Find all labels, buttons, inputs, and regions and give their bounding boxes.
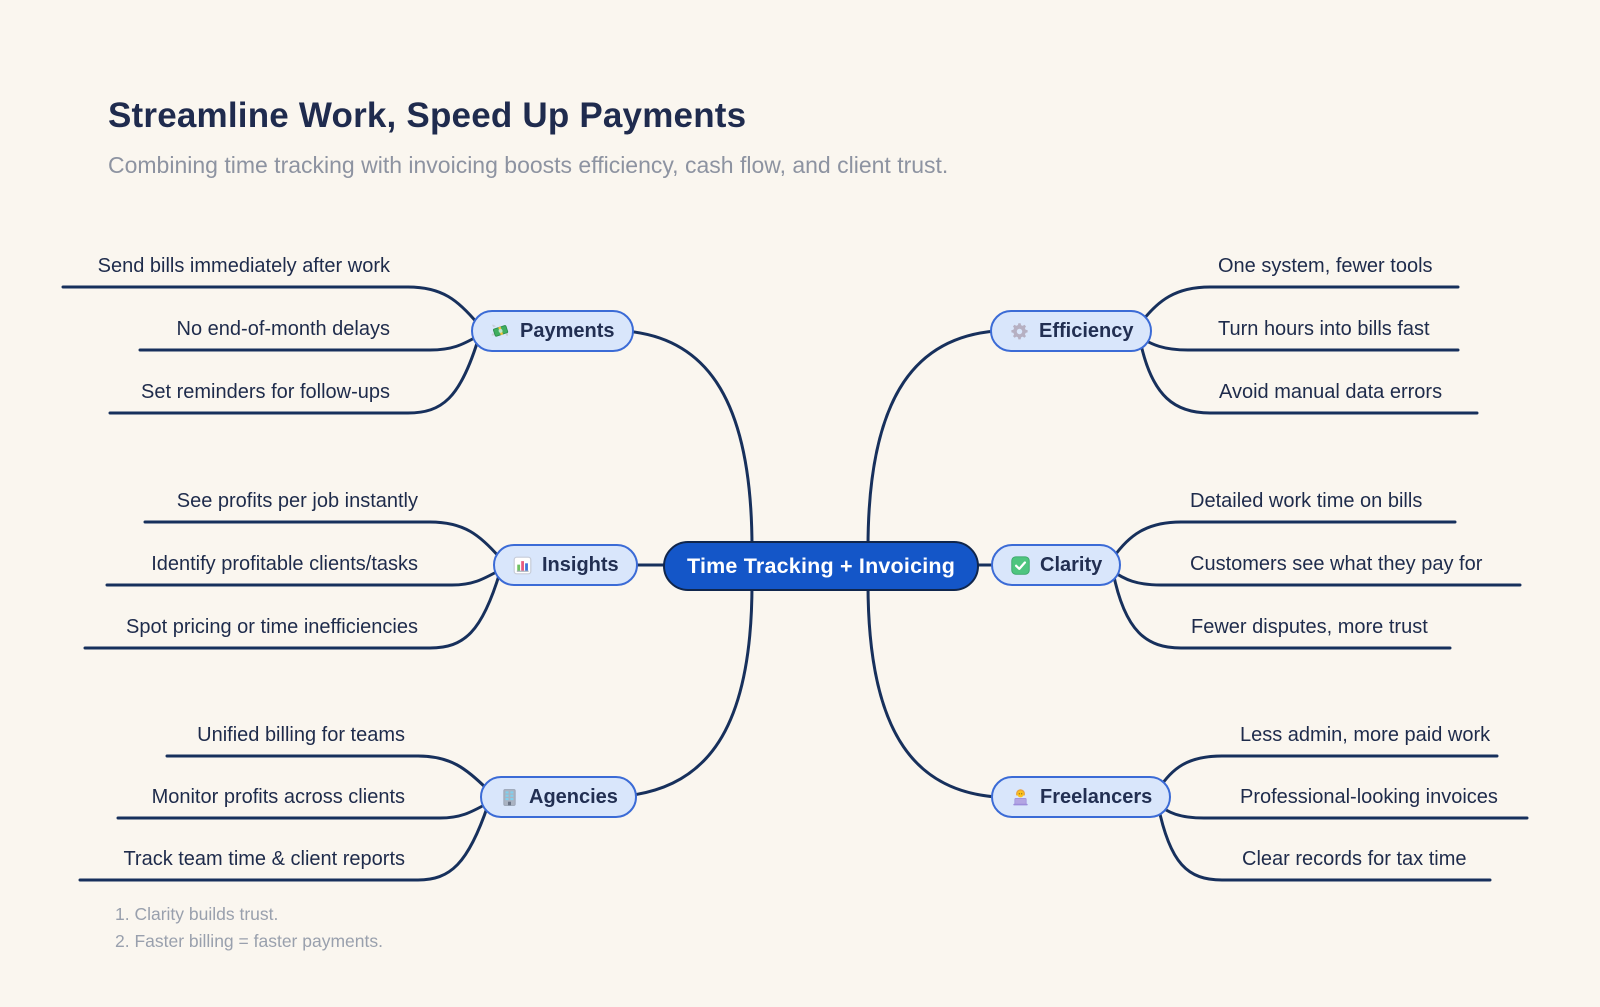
leaf-label: Spot pricing or time inefficiencies xyxy=(126,616,418,638)
central-node-label: Time Tracking + Invoicing xyxy=(687,553,956,578)
note-line: 1. Clarity builds trust. xyxy=(115,904,279,924)
branch-label: Freelancers xyxy=(1040,785,1153,808)
branch-label: Insights xyxy=(542,553,619,576)
money-with-wings-icon xyxy=(490,321,511,342)
leaf-label: Less admin, more paid work xyxy=(1240,724,1491,746)
leaf-label: Unified billing for teams xyxy=(197,724,405,746)
gear-icon xyxy=(1009,321,1030,342)
leaf-label: Professional-looking invoices xyxy=(1240,786,1498,808)
leaf-label: Clear records for tax time xyxy=(1242,848,1467,870)
woman-technologist-icon xyxy=(1010,787,1031,808)
branch-node-freelancers: Freelancers xyxy=(991,776,1172,818)
leaf-label: Identify profitable clients/tasks xyxy=(151,553,418,575)
leaf-label: Customers see what they pay for xyxy=(1190,553,1483,575)
leaf-label: Set reminders for follow-ups xyxy=(141,381,390,403)
branch-node-efficiency: Efficiency xyxy=(990,310,1153,352)
branch-label: Clarity xyxy=(1040,553,1103,576)
branch-node-payments: Payments xyxy=(471,310,634,352)
leaf-label: Monitor profits across clients xyxy=(151,786,405,808)
branch-node-clarity: Clarity xyxy=(991,544,1122,586)
branch-label: Agencies xyxy=(529,785,618,808)
central-node: Time Tracking + Invoicing xyxy=(663,541,980,591)
check-mark-icon xyxy=(1010,555,1031,576)
branch-label: Efficiency xyxy=(1039,319,1134,342)
leaf-label: Fewer disputes, more trust xyxy=(1191,616,1428,638)
page-title: Streamline Work, Speed Up Payments xyxy=(108,96,747,135)
footer-notes: 1. Clarity builds trust. 2. Faster billi… xyxy=(115,901,383,955)
leaf-label: One system, fewer tools xyxy=(1218,255,1433,277)
branch-node-agencies: Agencies xyxy=(480,776,637,818)
page-subtitle: Combining time tracking with invoicing b… xyxy=(108,152,949,178)
branch-label: Payments xyxy=(520,319,615,342)
office-building-icon xyxy=(499,787,520,808)
note-line: 2. Faster billing = faster payments. xyxy=(115,931,383,951)
leaf-label: Detailed work time on bills xyxy=(1190,490,1423,512)
leaf-label: No end-of-month delays xyxy=(176,318,390,340)
leaf-label: Track team time & client reports xyxy=(123,848,405,870)
leaf-label: Turn hours into bills fast xyxy=(1218,318,1430,340)
leaf-label: Send bills immediately after work xyxy=(97,255,390,277)
leaf-label: See profits per job instantly xyxy=(176,490,418,512)
branch-node-insights: Insights xyxy=(493,544,638,586)
leaf-label: Avoid manual data errors xyxy=(1219,381,1443,403)
bar-chart-icon xyxy=(512,555,533,576)
